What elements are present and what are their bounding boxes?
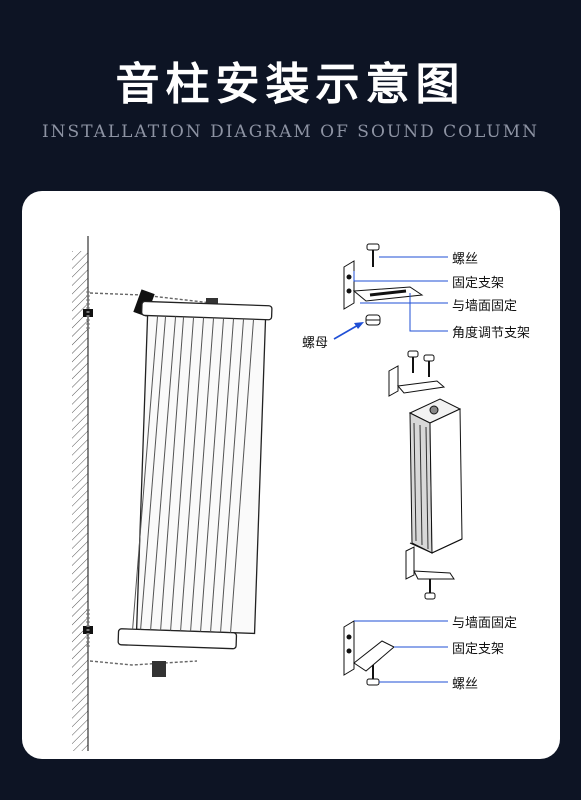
callout-fixed-bracket-bottom: 固定支架	[452, 642, 505, 657]
callout-nut: 螺母	[302, 336, 329, 351]
bottom-mount-bracket	[89, 660, 198, 677]
sound-column-left	[117, 300, 273, 650]
callout-screw-top: 螺丝	[452, 252, 479, 267]
page-subtitle: INSTALLATION DIAGRAM OF SOUND COLUMN	[41, 122, 540, 142]
diagram-card: 螺丝 固定支架 与墙面固定 角度调节支架 螺母 与墙面固定 固定支架 螺丝	[22, 191, 560, 759]
callout-angle-bracket: 角度调节支架	[452, 326, 531, 341]
top-callout-lines	[353, 256, 448, 332]
callout-wall-fixed-top: 与墙面固定	[452, 299, 518, 314]
middle-bracket-detail	[388, 350, 446, 397]
wall-anchors	[83, 291, 93, 647]
callout-wall-fixed-bottom: 与墙面固定	[452, 616, 518, 631]
page-title: 音柱安装示意图	[115, 59, 466, 110]
lower-bracket-detail	[405, 546, 455, 600]
sound-column-right	[408, 398, 463, 554]
installation-diagram	[72, 236, 463, 751]
bottom-callout-lines	[354, 620, 448, 683]
bottom-bracket-detail	[343, 620, 395, 686]
nut-arrow	[333, 322, 364, 340]
callout-fixed-bracket-top: 固定支架	[452, 276, 505, 291]
callout-screw-bottom: 螺丝	[452, 677, 479, 692]
top-bracket-detail	[343, 243, 424, 326]
